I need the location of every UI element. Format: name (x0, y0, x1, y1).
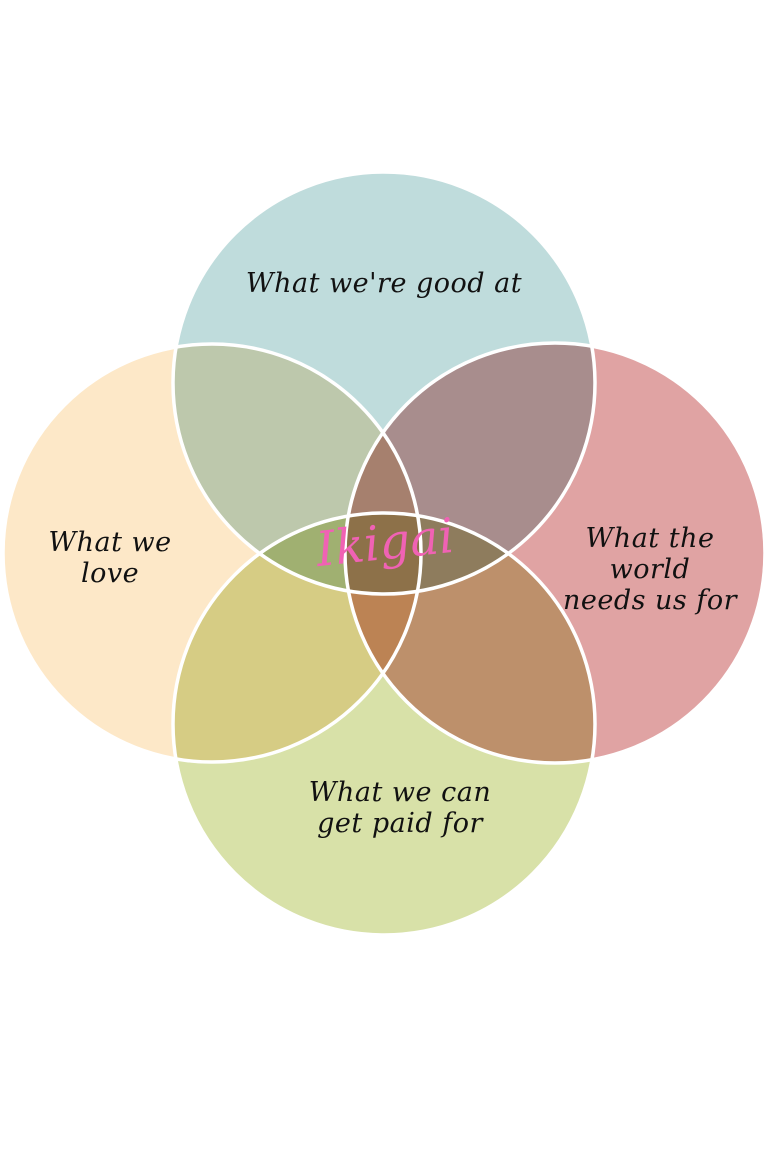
label-line: What the world (585, 523, 715, 585)
circle-outline-bottom (171, 511, 597, 937)
label-love: What we love (30, 527, 190, 589)
label-line: get paid for (317, 808, 483, 839)
label-line: What we can (308, 777, 492, 808)
label-line: needs us for (562, 585, 738, 616)
label-good-at: What we're good at (245, 268, 523, 299)
circle-outline-left (1, 342, 423, 764)
label-line: What we (48, 527, 172, 558)
circle-paid-for (173, 513, 595, 935)
circle-outline-right (343, 341, 767, 765)
label-paid-for: What we can get paid for (300, 777, 500, 839)
label-world-needs: What the world needs us for (545, 523, 755, 616)
circle-outline-top (171, 170, 597, 596)
label-line: love (80, 558, 140, 589)
